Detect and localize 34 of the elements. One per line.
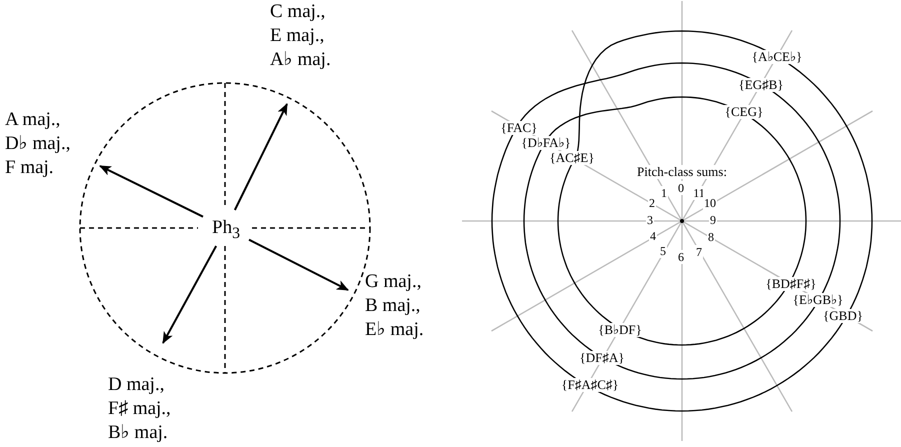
chord-label: C maj., E maj., A♭ maj.	[265, 0, 350, 104]
sum-number: 0	[677, 181, 685, 195]
triad-label: {B♭DF}	[597, 323, 643, 337]
triad-label: {CEG}	[724, 105, 764, 119]
caption-text: Pitch-class sums:	[636, 165, 728, 179]
sum-number: 6	[677, 250, 685, 264]
arrow	[99, 165, 204, 218]
center-symbol: Ph$_{3}$	[203, 210, 249, 246]
triad-label: {D♭FA♭}	[520, 136, 572, 150]
sum-number: 8	[707, 230, 715, 244]
chord-label: A maj., D♭ maj., F maj.	[0, 108, 100, 186]
triad-label: {EG♯B}	[738, 78, 784, 92]
sum-number: 5	[659, 244, 667, 258]
sum-number: 7	[695, 245, 703, 259]
sum-number: 4	[649, 229, 657, 243]
chord-label: D maj., F♯ maj., B♭ maj.	[108, 343, 203, 447]
chord-label: G maj., B maj., E♭ maj.	[348, 270, 438, 350]
arrow	[248, 238, 349, 291]
triad-label: {E♭GB♭}	[792, 293, 844, 307]
arrow	[162, 246, 218, 344]
triad-label: {DF♯A}	[578, 351, 626, 365]
sum-number: 2	[648, 196, 656, 210]
sum-number: 1	[660, 186, 668, 200]
triad-label: {GBD}	[822, 309, 864, 323]
sum-number: 11	[692, 186, 706, 200]
sum-number: 3	[646, 213, 654, 227]
triad-label: {AC♯E}	[548, 151, 596, 165]
triad-label: {BD♯F♯}	[764, 277, 818, 291]
triad-label: {FAC}	[500, 121, 538, 135]
sum-number: 10	[703, 196, 717, 210]
arrow	[234, 103, 288, 210]
triad-label: {F♯A♯C♯}	[560, 378, 620, 392]
sum-number: 9	[709, 213, 717, 227]
triad-label: {A♭CE♭}	[750, 50, 804, 64]
